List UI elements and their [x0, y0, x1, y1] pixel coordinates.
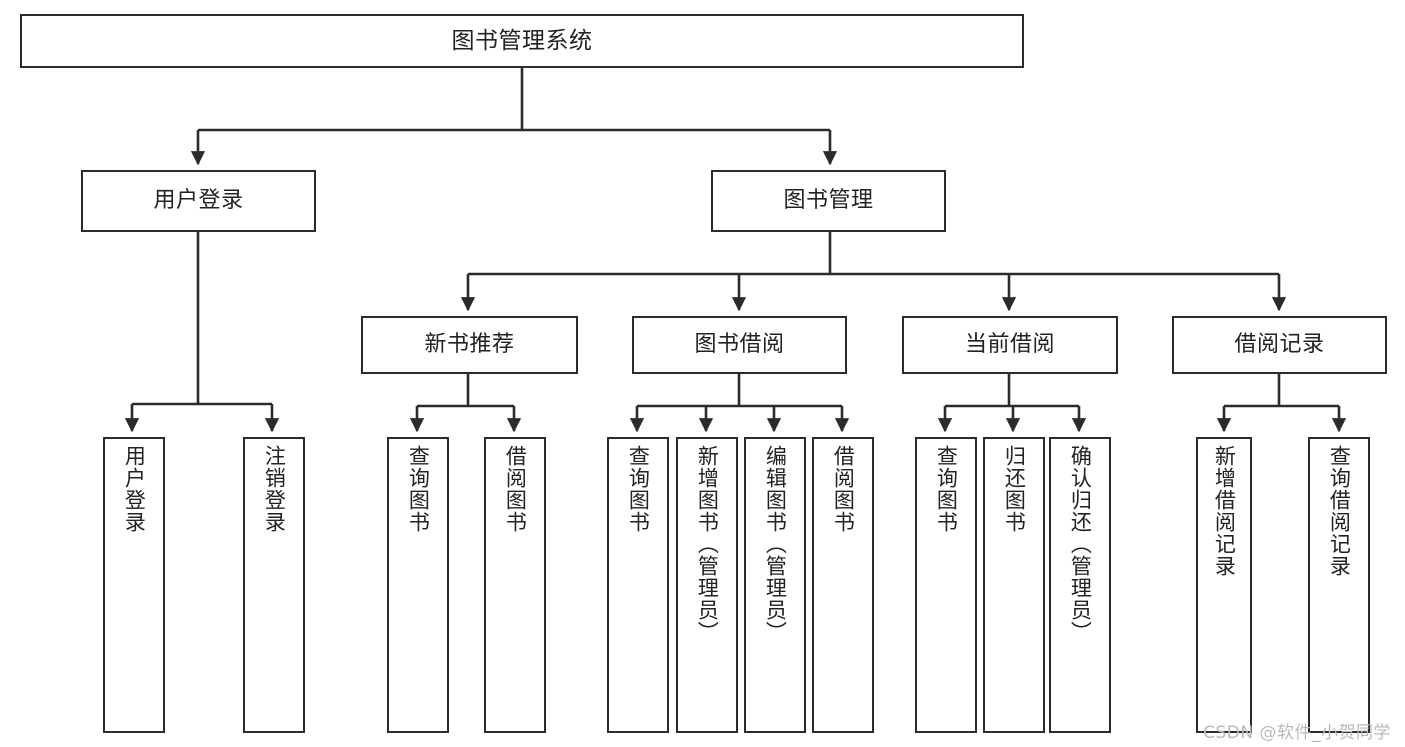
node-borrow-record-label: 借阅记录 [1234, 332, 1325, 358]
node-leaf-query-record-label: 查询借阅记录 [1327, 445, 1352, 577]
node-leaf-logout[interactable]: 注销登录 [243, 437, 305, 733]
node-leaf-confirm-return[interactable]: 确认归还（管理员） [1049, 437, 1111, 733]
node-leaf-add-book-label: 新增图书（管理员） [695, 445, 720, 643]
node-leaf-query-book-3[interactable]: 查询图书 [915, 437, 977, 733]
node-leaf-query-book-1[interactable]: 查询图书 [387, 437, 449, 733]
node-leaf-return-book-label: 归还图书 [1002, 445, 1027, 533]
node-root-label: 图书管理系统 [451, 27, 593, 54]
node-leaf-logout-label: 注销登录 [262, 445, 287, 533]
node-leaf-edit-book-label: 编辑图书（管理员） [763, 445, 788, 643]
node-leaf-confirm-return-label: 确认归还（管理员） [1068, 445, 1093, 643]
node-leaf-edit-book[interactable]: 编辑图书（管理员） [744, 437, 806, 733]
node-leaf-query-book-2-label: 查询图书 [626, 445, 651, 533]
node-leaf-borrow-book-2-label: 借阅图书 [831, 445, 856, 533]
node-leaf-query-record[interactable]: 查询借阅记录 [1308, 437, 1370, 733]
node-new-book-recommend-label: 新书推荐 [424, 332, 515, 358]
node-leaf-borrow-book-1-label: 借阅图书 [503, 445, 528, 533]
node-current-borrow-label: 当前借阅 [964, 332, 1055, 358]
node-leaf-query-book-3-label: 查询图书 [934, 445, 959, 533]
node-root[interactable]: 图书管理系统 [20, 14, 1024, 68]
node-leaf-add-record[interactable]: 新增借阅记录 [1196, 437, 1252, 733]
node-book-manage-label: 图书管理 [783, 188, 874, 214]
csdn-watermark: CSDN @软件_小贺同学 [1203, 723, 1391, 743]
node-book-manage[interactable]: 图书管理 [711, 170, 946, 232]
node-leaf-query-book-2[interactable]: 查询图书 [607, 437, 669, 733]
node-book-borrow-label: 图书借阅 [694, 332, 785, 358]
node-leaf-add-book[interactable]: 新增图书（管理员） [676, 437, 738, 733]
node-new-book-recommend[interactable]: 新书推荐 [361, 316, 578, 374]
node-leaf-return-book[interactable]: 归还图书 [983, 437, 1045, 733]
node-leaf-add-record-label: 新增借阅记录 [1212, 445, 1237, 577]
node-leaf-user-login[interactable]: 用户登录 [103, 437, 165, 733]
node-user-login-label: 用户登录 [153, 188, 244, 214]
node-leaf-borrow-book-1[interactable]: 借阅图书 [484, 437, 546, 733]
node-leaf-borrow-book-2[interactable]: 借阅图书 [812, 437, 874, 733]
node-borrow-record[interactable]: 借阅记录 [1172, 316, 1387, 374]
node-leaf-user-login-label: 用户登录 [122, 445, 147, 533]
node-current-borrow[interactable]: 当前借阅 [902, 316, 1118, 374]
node-book-borrow[interactable]: 图书借阅 [632, 316, 847, 374]
node-user-login[interactable]: 用户登录 [81, 170, 316, 232]
node-leaf-query-book-1-label: 查询图书 [406, 445, 431, 533]
